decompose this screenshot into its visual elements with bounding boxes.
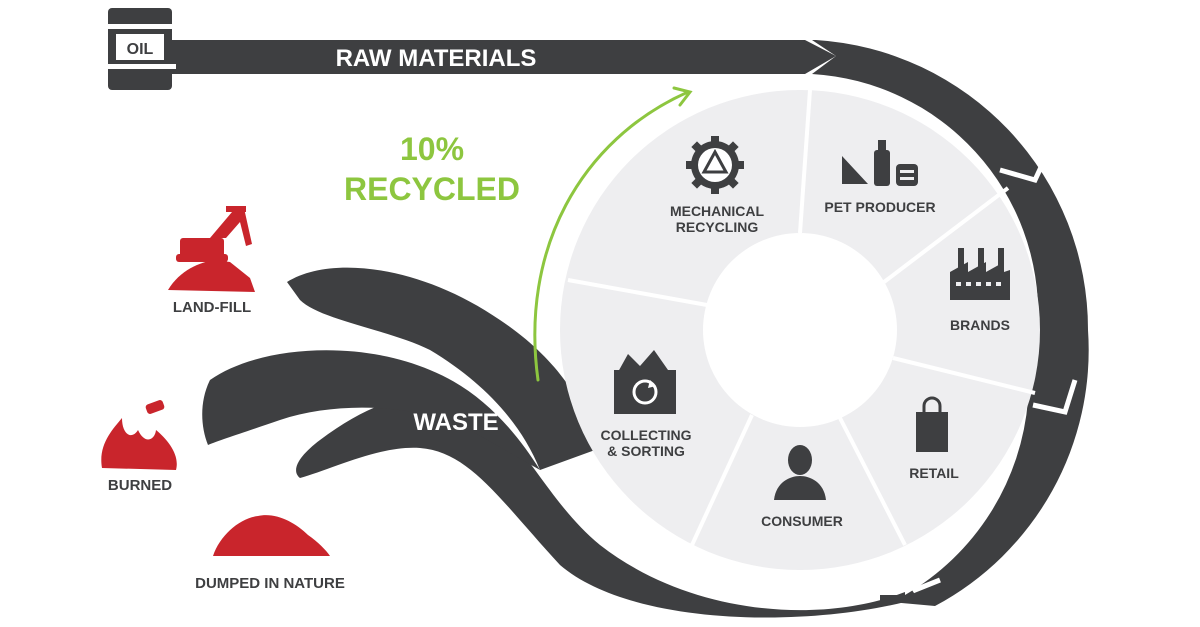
ring-dividers	[567, 89, 1036, 546]
oil-label: OIL	[127, 41, 154, 58]
burned-label: BURNED	[108, 477, 172, 494]
pet-production-icon	[842, 140, 918, 186]
flow-bands	[150, 40, 1089, 618]
mechanical-label-line2: RECYCLING	[676, 219, 759, 235]
raw-materials-label: RAW MATERIALS	[336, 45, 537, 72]
pet-producer-label: PET PRODUCER	[824, 199, 935, 215]
trash-pile-icon	[213, 515, 330, 556]
recycled-percent: 10%	[400, 131, 464, 167]
shopping-bag-icon	[916, 396, 948, 452]
waste-arm-top	[287, 267, 595, 470]
oil-barrel-icon: OIL	[104, 8, 176, 90]
dumped-label: DUMPED IN NATURE	[195, 575, 345, 592]
collecting-label-line1: COLLECTING	[601, 427, 692, 443]
outer-cycle-band	[812, 40, 1089, 606]
ring-hole	[703, 233, 897, 427]
recycle-gear-icon	[686, 136, 744, 194]
mechanical-label-line1: MECHANICAL	[670, 203, 765, 219]
waste-arm-middle	[202, 350, 540, 470]
waste-label: WASTE	[413, 409, 498, 436]
raw-materials-arrow	[150, 40, 836, 74]
brands-label: BRANDS	[950, 317, 1010, 333]
retail-label: RETAIL	[909, 465, 959, 481]
recycled-arrow	[533, 86, 693, 382]
person-icon	[774, 445, 826, 500]
landfill-label: LAND-FILL	[173, 299, 251, 316]
collecting-label-line2: & SORTING	[607, 443, 685, 459]
cycle-chevrons	[892, 150, 1078, 594]
landfill-icon	[168, 206, 255, 292]
recycled-label: RECYCLED	[344, 171, 520, 207]
fire-icon	[101, 400, 177, 470]
waste-band	[296, 395, 905, 618]
consumer-label: CONSUMER	[761, 513, 843, 529]
factory-icon	[950, 248, 1010, 300]
recycling-bin-icon	[614, 350, 676, 414]
